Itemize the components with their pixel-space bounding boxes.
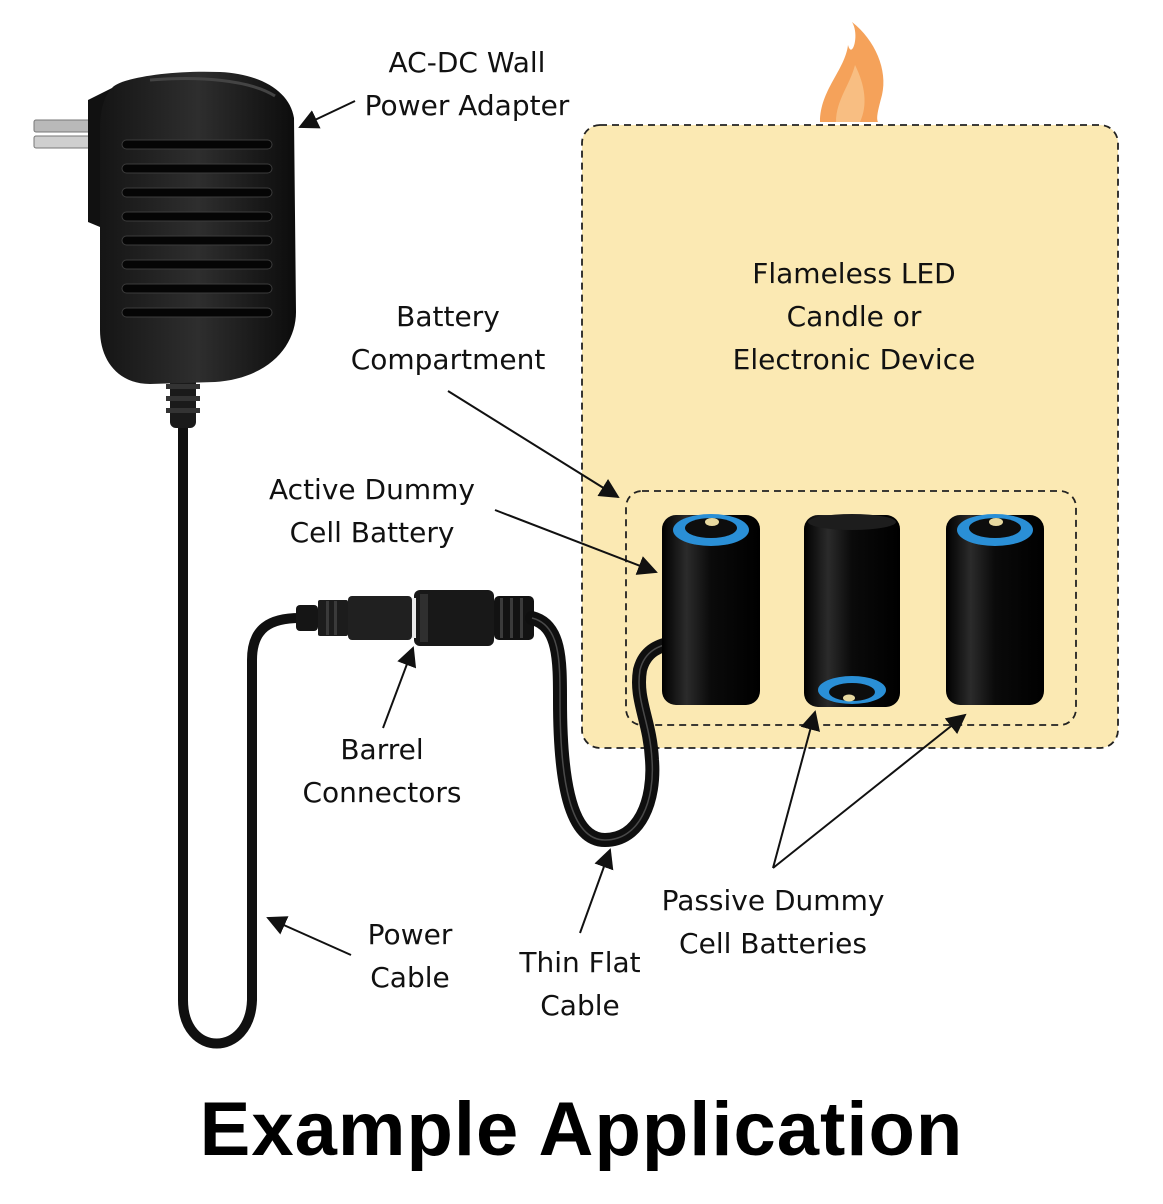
label-adapter-line2: Power Adapter (364, 89, 570, 122)
label-barrel: Barrel Connectors (292, 728, 472, 814)
label-device-line1: Flameless LED (752, 257, 956, 290)
label-adapter: AC-DC Wall Power Adapter (357, 41, 577, 127)
label-barrel-line2: Connectors (302, 776, 462, 809)
label-flat-cable: Thin Flat Cable (505, 941, 655, 1027)
label-barrel-line1: Barrel (340, 733, 424, 766)
label-device-line2: Candle or (786, 300, 922, 333)
label-active-line2: Cell Battery (289, 516, 455, 549)
power-cable (178, 420, 305, 1049)
label-power-cable-line2: Cable (370, 961, 450, 994)
barrel-connector-icon (296, 590, 534, 646)
label-compartment: Battery Compartment (338, 295, 558, 381)
adapter-vent-slot (121, 259, 273, 270)
adapter-vent-slot (121, 283, 273, 294)
page-title: Example Application (199, 1087, 964, 1172)
label-compartment-line2: Compartment (350, 343, 546, 376)
label-power-cable-line1: Power (367, 918, 453, 951)
callout-arrows (266, 100, 967, 956)
flame-icon (820, 22, 884, 122)
adapter-vent-slot (121, 235, 273, 246)
label-passive-line2: Cell Batteries (679, 927, 867, 960)
label-active-line1: Active Dummy (269, 473, 475, 506)
adapter-vents (121, 139, 273, 318)
adapter-vent-slot (121, 163, 273, 174)
label-active: Active Dummy Cell Battery (262, 468, 482, 554)
wall-adapter-icon (33, 71, 296, 385)
adapter-strain-relief (166, 370, 200, 428)
label-adapter-line1: AC-DC Wall (388, 46, 546, 79)
label-flat-cable-line1: Thin Flat (519, 946, 641, 979)
adapter-vent-slot (121, 187, 273, 198)
label-device-line3: Electronic Device (732, 343, 976, 376)
adapter-vent-slot (121, 307, 273, 318)
flat-cable-ridge (531, 617, 677, 841)
adapter-vent-slot (121, 211, 273, 222)
label-passive-line1: Passive Dummy (661, 884, 885, 917)
adapter-vent-slot (121, 139, 273, 150)
label-compartment-line1: Battery (396, 300, 500, 333)
battery-compartment-outline (625, 490, 1077, 726)
label-device: Flameless LED Candle or Electronic Devic… (720, 252, 988, 381)
label-passive: Passive Dummy Cell Batteries (653, 879, 893, 965)
label-power-cable: Power Cable (350, 913, 470, 999)
label-flat-cable-line2: Cable (540, 989, 620, 1022)
battery-icon (662, 514, 1044, 707)
